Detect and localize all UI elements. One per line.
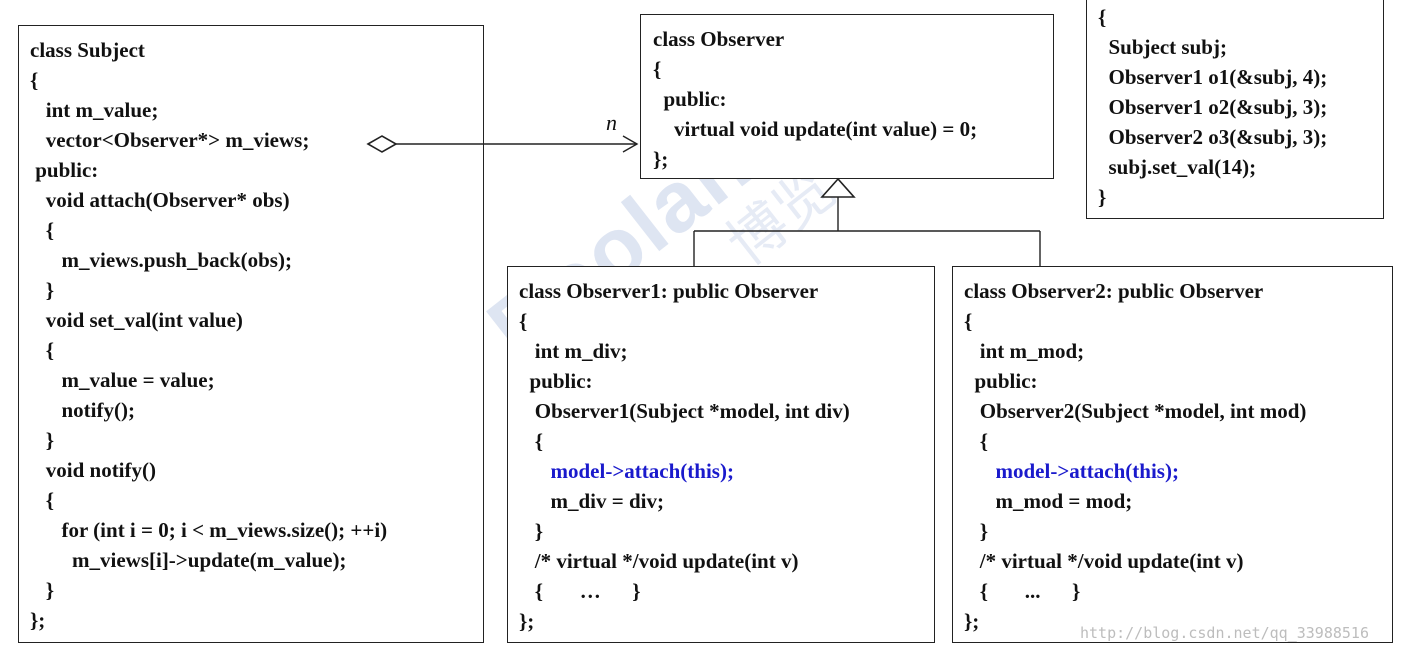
subject-class-code-line: int m_value; (30, 98, 159, 122)
observer1-class-code-line: }; (519, 609, 535, 633)
observer2-class-code-line: } (964, 519, 989, 543)
observer2-class-code-line: public: (964, 369, 1038, 393)
observer2-class-code-line: Observer2(Subject *model, int mod) (964, 399, 1307, 423)
observer1-class-code-line: /* virtual */void update(int v) (519, 549, 799, 573)
observer-class-box (640, 14, 1054, 179)
observer1-class-code-line: { (519, 309, 528, 333)
observer2-class-code-line: { (964, 429, 989, 453)
observer2-class-code: class Observer2: public Observer { int m_… (964, 276, 1306, 636)
observer1-class-code-line: } (519, 519, 544, 543)
main-block-box (1086, 0, 1384, 219)
subject-class-code-line: } (30, 278, 55, 302)
observer2-class-code-line: model->attach(this); (964, 459, 1179, 483)
observer-class-code: class Observer { public: virtual void upd… (653, 24, 977, 174)
subject-class-code-line: vector<Observer*> m_views; (30, 128, 310, 152)
observer2-class-code-line: { (964, 309, 973, 333)
observer1-class-code-line: { … } (519, 579, 641, 603)
subject-class-code-line: { (30, 338, 55, 362)
observer2-class-code-line: /* virtual */void update(int v) (964, 549, 1244, 573)
subject-class-code-line: { (30, 488, 55, 512)
observer-class-code-line: { (653, 57, 662, 81)
observer1-class-code-line: model->attach(this); (519, 459, 734, 483)
subject-class-code-line: notify(); (30, 398, 135, 422)
main-block-code-line: } (1098, 185, 1107, 209)
observer2-class-code-line: m_mod = mod; (964, 489, 1133, 513)
observer2-class-code-line: }; (964, 609, 980, 633)
footer-url: http://blog.csdn.net/qq_33988516 (1080, 624, 1369, 642)
observer1-class-code: class Observer1: public Observer { int m_… (519, 276, 850, 636)
subject-class-code-line: for (int i = 0; i < m_views.size(); ++i) (30, 518, 388, 542)
subject-class-code-line: void set_val(int value) (30, 308, 243, 332)
main-block-code-line: Observer1 o1(&subj, 4); (1098, 65, 1328, 89)
subject-class-code-line: m_views.push_back(obs); (30, 248, 292, 272)
subject-class-code-line: } (30, 428, 55, 452)
main-block-code-line: Observer1 o2(&subj, 3); (1098, 95, 1328, 119)
observer1-class-code-line: public: (519, 369, 593, 393)
main-block-code-line: subj.set_val(14); (1098, 155, 1257, 179)
subject-class-code-line: } (30, 578, 55, 602)
observer1-class-code-line: class Observer1: public Observer (519, 279, 819, 303)
observer-class-code-line: }; (653, 147, 669, 171)
observer-class-code-line: virtual void update(int value) = 0; (653, 117, 978, 141)
observer1-class-code-line: Observer1(Subject *model, int div) (519, 399, 850, 423)
observer2-class-code-line: class Observer2: public Observer (964, 279, 1264, 303)
observer1-class-code-line: { (519, 429, 544, 453)
observer1-class-box (507, 266, 935, 643)
subject-class-code-line: m_value = value; (30, 368, 215, 392)
subject-class-code-line: { (30, 218, 55, 242)
subject-class-code-line: void attach(Observer* obs) (30, 188, 290, 212)
subject-class-code-line: { (30, 68, 39, 92)
association-multiplicity: n (606, 110, 617, 135)
observer2-class-code-line: int m_mod; (964, 339, 1085, 363)
observer2-class-code-line: { ... } (964, 579, 1081, 603)
association-arrowhead (622, 135, 639, 153)
observer2-class-box (952, 266, 1393, 643)
subject-class-code-line: m_views[i]->update(m_value); (30, 548, 347, 572)
subject-class-code-line: public: (30, 158, 99, 182)
main-block-code: { Subject subj; Observer1 o1(&subj, 4); … (1098, 2, 1327, 212)
main-block-code-line: Observer2 o3(&subj, 3); (1098, 125, 1328, 149)
subject-class-code-line: void notify() (30, 458, 156, 482)
main-block-code-line: { (1098, 5, 1107, 29)
observer-class-code-line: class Observer (653, 27, 785, 51)
subject-class-box (18, 25, 484, 643)
subject-class-code-line: }; (30, 608, 46, 632)
observer-class-code-line: public: (653, 87, 727, 111)
subject-class-code: class Subject { int m_value; vector<Obser… (30, 35, 387, 635)
subject-class-code-line: class Subject (30, 38, 145, 62)
main-block-code-line: Subject subj; (1098, 35, 1227, 59)
observer1-class-code-line: m_div = div; (519, 489, 664, 513)
observer1-class-code-line: int m_div; (519, 339, 628, 363)
